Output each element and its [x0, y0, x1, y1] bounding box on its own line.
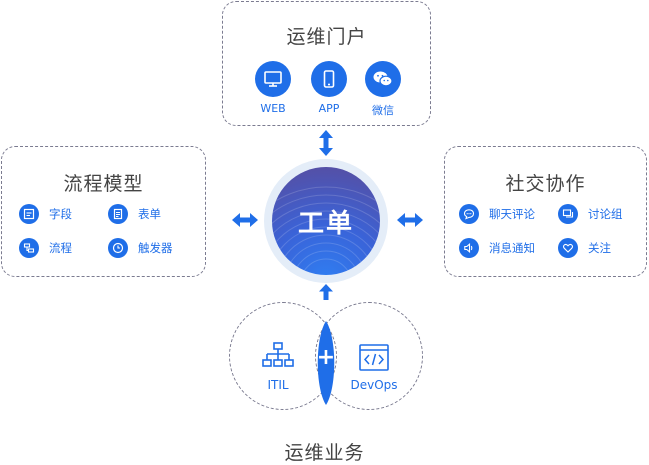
social-title: 社交协作	[505, 173, 586, 195]
social-item-label: 消息通知	[489, 241, 535, 255]
flow-icon	[19, 238, 39, 258]
social-item-label: 讨论组	[588, 207, 623, 221]
code-icon	[359, 344, 389, 371]
plus-badge	[317, 321, 335, 405]
arrow-up-icon	[319, 284, 333, 300]
heart-icon	[558, 238, 578, 258]
process-item-trigger[interactable]: 触发器	[108, 238, 173, 258]
form-icon	[108, 204, 128, 224]
itil-label: ITIL	[267, 378, 289, 392]
process-box: 流程模型 字段 表单	[1, 146, 206, 277]
monitor-icon	[255, 61, 291, 97]
portal-item-app[interactable]: APP	[299, 61, 359, 115]
hub-label: 工单	[297, 208, 354, 239]
hub-circle[interactable]: 工单	[264, 159, 388, 283]
process-item-label: 触发器	[138, 241, 173, 255]
process-item-label: 表单	[138, 207, 161, 221]
field-icon	[19, 204, 39, 224]
portal-title: 运维门户	[286, 26, 367, 48]
plus-icon: +	[316, 345, 336, 370]
portal-item-web[interactable]: WEB	[243, 61, 303, 115]
social-item-label: 关注	[588, 241, 611, 255]
process-item-field[interactable]: 字段	[19, 204, 72, 224]
ops-title: 运维业务	[284, 442, 365, 464]
social-item-chat[interactable]: 聊天评论	[459, 204, 535, 224]
process-item-form[interactable]: 表单	[108, 204, 161, 224]
speaker-icon	[459, 238, 479, 258]
process-item-label: 流程	[49, 241, 72, 255]
social-box: 社交协作 聊天评论 讨论组 消息通知	[444, 146, 647, 277]
portal-box: 运维门户 WEB APP	[222, 1, 431, 126]
devops-label: DevOps	[350, 378, 398, 392]
portal-item-label: 微信	[372, 104, 394, 117]
hub-rings	[272, 186, 380, 275]
phone-icon	[311, 61, 347, 97]
arrow-left-right-icon	[232, 213, 258, 227]
social-item-follow[interactable]: 关注	[558, 238, 611, 258]
social-item-notify[interactable]: 消息通知	[459, 238, 535, 258]
hub-core: 工单	[272, 167, 380, 275]
wechat-icon	[365, 61, 401, 97]
arrow-left-right-icon	[397, 213, 423, 227]
arrow-up-down-icon	[319, 130, 333, 156]
social-item-label: 聊天评论	[489, 207, 535, 221]
discussion-icon	[558, 204, 578, 224]
social-item-discussion[interactable]: 讨论组	[558, 204, 623, 224]
process-title: 流程模型	[63, 173, 144, 195]
portal-item-label: WEB	[260, 102, 286, 115]
portal-item-label: APP	[318, 102, 340, 115]
chat-icon	[459, 204, 479, 224]
devops-circle[interactable]	[315, 302, 423, 410]
portal-item-wechat[interactable]: 微信	[353, 61, 413, 118]
process-item-flow[interactable]: 流程	[19, 238, 72, 258]
clock-icon	[108, 238, 128, 258]
sitemap-icon	[262, 342, 294, 367]
process-item-label: 字段	[49, 207, 72, 221]
